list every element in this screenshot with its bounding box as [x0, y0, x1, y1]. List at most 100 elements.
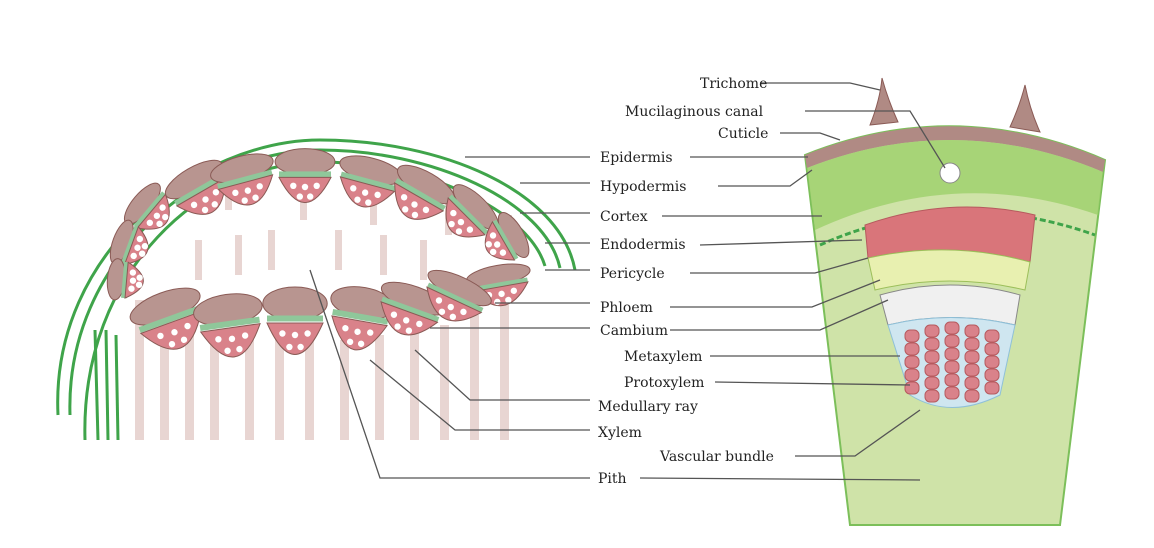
xylem-vessel: [489, 248, 497, 256]
xylem-vessel: [212, 189, 220, 196]
xylem-vessel: [162, 213, 169, 221]
medullary-ray: [410, 330, 419, 440]
xylem-cell: [924, 389, 940, 403]
xylem-vessel: [202, 196, 209, 203]
medullary-ray: [275, 338, 284, 440]
xylem-vessel: [400, 194, 408, 201]
xylem-vessel: [457, 218, 465, 226]
xylem-vessel: [153, 212, 161, 219]
xylem-vessel: [296, 193, 303, 200]
vascular-bundle: [394, 164, 456, 220]
medullary-ray: [440, 325, 449, 440]
label-cuticle: Cuticle: [718, 126, 768, 142]
xylem-vessel: [297, 343, 304, 351]
xylem-vessel: [354, 328, 361, 335]
xylem-vessel: [128, 285, 135, 292]
xylem-vessel: [405, 327, 413, 334]
phloem: [394, 178, 446, 212]
xylem-cell: [964, 376, 980, 390]
xylem-cell: [904, 355, 920, 369]
xylem-vessel: [499, 249, 507, 256]
leader-line: [670, 279, 881, 308]
phloem: [426, 282, 484, 314]
vascular-bundle: [330, 286, 395, 351]
xylem-vessel: [466, 226, 474, 233]
stem-enlarged-sector: [803, 77, 1107, 526]
xylem-vessel: [438, 308, 446, 315]
stem-overview: [56, 138, 577, 441]
xylem-vessel: [435, 297, 443, 304]
xylem-vessel: [130, 252, 137, 260]
xylem-vessel: [367, 329, 374, 336]
vascular-bundle: [129, 287, 202, 350]
label-cortex: Cortex: [600, 209, 648, 225]
xylem-cell: [904, 329, 920, 343]
xylem-vessel: [215, 336, 222, 343]
label-trichome: Trichome: [700, 76, 767, 92]
xylem-vessel: [290, 182, 297, 189]
leader-line: [309, 269, 590, 479]
xylem-vessel: [416, 320, 423, 328]
medullary-ray: [380, 235, 387, 275]
phloem-band: [867, 249, 1031, 291]
xylem-cell: [904, 368, 920, 382]
xylem-vessel: [241, 332, 249, 339]
xylem-cell: [944, 386, 960, 400]
xylem-cell: [964, 324, 980, 338]
xylem-vessel: [201, 206, 209, 214]
xylem-cell: [924, 376, 940, 390]
xylem-vessel: [190, 201, 198, 209]
cuticle-layer: [805, 126, 1105, 172]
xylem-vessel: [156, 220, 163, 227]
xylem-vessel: [146, 219, 154, 226]
xylem-vessel: [138, 250, 146, 257]
xylem-vessel: [236, 345, 243, 353]
xylem-vessel: [494, 241, 501, 248]
xylem-vessel: [357, 340, 365, 347]
xylem-vessel: [224, 347, 231, 354]
medullary-ray: [185, 330, 194, 440]
phloem: [217, 169, 273, 190]
trichome-left: [869, 77, 899, 126]
xylem-vessel: [313, 182, 320, 189]
xylem-vessel: [252, 194, 259, 201]
xylem-cell: [964, 363, 980, 377]
xylem-cell: [944, 334, 960, 348]
xylem-vessel: [460, 308, 467, 316]
xylem-vessel: [135, 281, 143, 289]
vascular-bundle: [484, 212, 530, 261]
label-vascular-bundle: Vascular bundle: [659, 449, 774, 465]
xylem-cell: [924, 350, 940, 364]
vascular-bundle: [339, 155, 403, 208]
medullary-ray: [500, 305, 509, 440]
phloem: [447, 194, 489, 236]
medullary-ray: [245, 335, 254, 440]
vascular-bundles: [106, 148, 531, 358]
vascular-bundle: [106, 258, 144, 301]
xylem-vessel: [411, 211, 419, 219]
xylem-cell: [944, 347, 960, 361]
xylem-vessel: [136, 235, 144, 243]
xylem-vessel: [498, 290, 505, 298]
xylem-vessel: [403, 317, 410, 324]
xylem-vessel: [510, 287, 518, 294]
xylem-vessel: [241, 197, 248, 204]
leader-line: [805, 110, 946, 169]
medullary-ray: [135, 300, 144, 440]
xylem-vessel: [304, 330, 311, 337]
xylem-vessel: [346, 338, 354, 346]
xylem-cell: [904, 342, 920, 356]
medullary-ray: [340, 340, 349, 440]
xylem-vessel: [447, 303, 454, 311]
xylem-vessel: [129, 277, 137, 284]
xylem-cell: [924, 363, 940, 377]
xylem-vessel: [171, 329, 178, 336]
label-pith: Pith: [598, 471, 627, 487]
xylem-vessel: [402, 206, 409, 213]
xylem-vessel: [374, 191, 381, 199]
xylem-vessel: [455, 228, 463, 235]
xylem-vessel: [449, 313, 457, 321]
vascular-bundle: [109, 219, 149, 266]
xylem-cell: [944, 360, 960, 374]
xylem-vessel: [279, 330, 286, 337]
